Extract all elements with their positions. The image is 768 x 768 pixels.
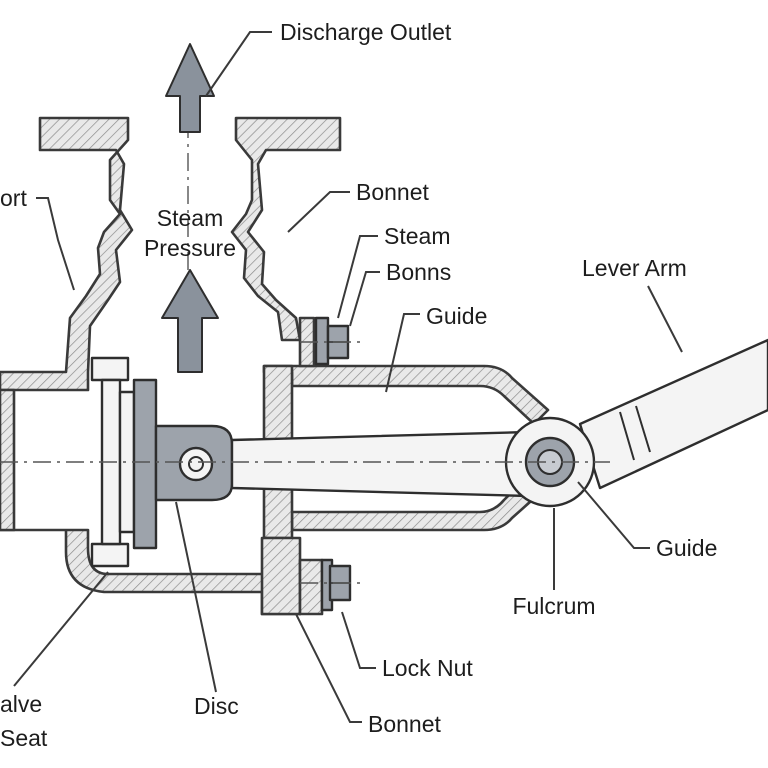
- label-valve-seat-line2: Seat: [0, 725, 48, 751]
- lock-nut-bolt: [320, 558, 352, 612]
- label-bonnet-top: Bonnet: [356, 179, 430, 205]
- label-fulcrum: Fulcrum: [512, 593, 595, 619]
- label-steam: Steam: [384, 223, 450, 249]
- label-disc: Disc: [194, 693, 239, 719]
- label-bonns: Bonns: [386, 259, 451, 285]
- label-port: ort: [0, 185, 27, 211]
- disc: [132, 378, 234, 550]
- label-steam-pressure-line2: Pressure: [144, 235, 236, 261]
- label-bonnet-bottom: Bonnet: [368, 711, 442, 737]
- top-bolt: [314, 316, 350, 366]
- label-discharge-outlet: Discharge Outlet: [280, 19, 452, 45]
- valve-body: [0, 116, 550, 616]
- leader-lines: [13, 31, 683, 723]
- discharge-arrow-icon: [165, 43, 215, 133]
- label-guide-top: Guide: [426, 303, 487, 329]
- center-lines: [0, 120, 610, 584]
- label-lever-arm: Lever Arm: [582, 255, 687, 281]
- label-valve-seat-line1: alve: [0, 691, 42, 717]
- label-lock-nut: Lock Nut: [382, 655, 473, 681]
- label-steam-pressure-line1: Steam: [157, 205, 223, 231]
- label-guide-bottom: Guide: [656, 535, 717, 561]
- steam-pressure-arrow-icon: [161, 269, 219, 373]
